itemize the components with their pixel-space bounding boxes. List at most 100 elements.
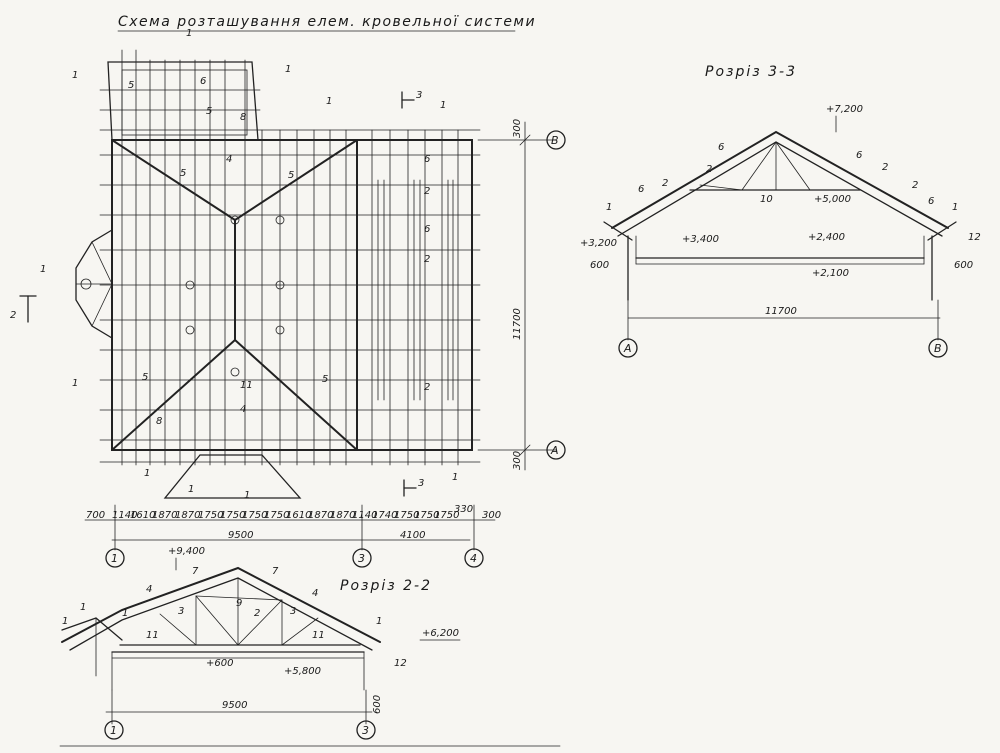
- section-3-3: Розріз 3-3 11700 А В +7,200 +5,0: [580, 64, 981, 358]
- svg-text:В: В: [551, 134, 559, 147]
- svg-text:1750: 1750: [434, 510, 459, 521]
- section-cut-3-top: 3: [401, 90, 422, 109]
- axis-marker-b-s33: [928, 338, 948, 358]
- svg-text:2: 2: [912, 180, 918, 191]
- svg-text:+5,800: +5,800: [284, 666, 321, 677]
- plan-horizontal-dimensions: 700 1140 1610 1870 1870 1750 1750 1750 1…: [84, 504, 501, 568]
- rafter-grid: [121, 49, 459, 466]
- axis-marker-1: [105, 548, 125, 568]
- svg-text:600: 600: [372, 695, 383, 714]
- svg-text:+5,000: +5,000: [814, 194, 851, 205]
- svg-text:1750: 1750: [394, 510, 419, 521]
- svg-text:6: 6: [718, 142, 724, 153]
- svg-text:1: 1: [188, 484, 194, 495]
- svg-text:1750: 1750: [242, 510, 267, 521]
- roof-plan: 1 1 5 6 5 8 1 1 1 5 4 5 6 2 6 2 2 1 1 5 …: [10, 28, 566, 568]
- svg-text:1: 1: [376, 616, 382, 627]
- section-cut-3-bottom: 3: [403, 478, 424, 497]
- svg-text:1870: 1870: [330, 510, 355, 521]
- top-extension: [107, 61, 259, 141]
- svg-text:300: 300: [482, 510, 501, 521]
- axis-marker-1-s22: [104, 720, 124, 740]
- svg-text:6: 6: [638, 184, 644, 195]
- roof-slope-2-2: [61, 566, 381, 643]
- section-2-2-title: Розріз 2-2: [340, 578, 432, 594]
- svg-text:1740: 1740: [372, 510, 397, 521]
- svg-text:700: 700: [86, 510, 105, 521]
- svg-text:1: 1: [144, 468, 150, 479]
- svg-text:+6,200: +6,200: [422, 628, 459, 639]
- svg-text:+3,400: +3,400: [682, 234, 719, 245]
- svg-text:300: 300: [512, 451, 523, 470]
- svg-text:300: 300: [512, 119, 523, 138]
- svg-text:+9,400: +9,400: [168, 546, 205, 557]
- section-3-3-levels: +7,200 +5,000 +3,400 +3,200 +2,400 +2,10…: [580, 104, 973, 279]
- svg-text:2: 2: [10, 310, 16, 321]
- svg-text:+2,400: +2,400: [808, 232, 845, 243]
- svg-text:1: 1: [285, 64, 291, 75]
- bottom-extension: [163, 454, 302, 499]
- svg-text:1610: 1610: [286, 510, 311, 521]
- top-extension-frame: [121, 69, 248, 136]
- svg-text:11: 11: [312, 630, 325, 641]
- svg-text:3: 3: [418, 478, 424, 489]
- svg-text:11700: 11700: [765, 306, 797, 317]
- svg-text:600: 600: [590, 260, 609, 271]
- svg-text:2: 2: [882, 162, 888, 173]
- svg-text:5: 5: [128, 80, 134, 91]
- svg-text:1: 1: [80, 602, 86, 613]
- svg-text:1: 1: [326, 96, 332, 107]
- svg-text:3: 3: [416, 90, 422, 101]
- svg-text:1750: 1750: [220, 510, 245, 521]
- svg-text:1: 1: [952, 202, 958, 213]
- svg-text:6: 6: [856, 150, 862, 161]
- section-2-2: Розріз 2-2 9500 600 1 3 +9,400: [61, 546, 461, 740]
- svg-text:2: 2: [254, 608, 260, 619]
- svg-text:11: 11: [240, 380, 253, 391]
- svg-text:6: 6: [200, 76, 206, 87]
- svg-text:1140: 1140: [352, 510, 377, 521]
- plan-element-labels: 1 1 5 6 5 8 1 1 1 5 4 5 6 2 6 2 2 1 1 5 …: [40, 28, 458, 501]
- svg-text:1870: 1870: [308, 510, 333, 521]
- svg-text:+2,100: +2,100: [812, 268, 849, 279]
- svg-text:10: 10: [760, 194, 773, 205]
- axis-marker-a: [546, 440, 566, 460]
- svg-text:1610: 1610: [130, 510, 155, 521]
- svg-text:4: 4: [146, 584, 152, 595]
- svg-text:1: 1: [244, 490, 250, 501]
- svg-text:7: 7: [192, 566, 199, 577]
- svg-text:6: 6: [928, 196, 934, 207]
- svg-text:1750: 1750: [414, 510, 439, 521]
- axis-marker-3-s22: [356, 720, 376, 740]
- hip-rafter: [111, 139, 236, 221]
- svg-text:4100: 4100: [400, 530, 425, 541]
- svg-text:2: 2: [424, 186, 430, 197]
- svg-text:1: 1: [111, 552, 118, 565]
- axis-marker-a-s33: [618, 338, 638, 358]
- svg-text:2: 2: [424, 254, 430, 265]
- svg-text:12: 12: [394, 658, 407, 669]
- axis-marker-4: [464, 548, 484, 568]
- svg-text:4: 4: [240, 404, 246, 415]
- svg-text:1: 1: [122, 608, 128, 619]
- svg-text:1: 1: [62, 616, 68, 627]
- svg-text:11: 11: [146, 630, 159, 641]
- section-cut-2: 2: [10, 295, 37, 323]
- svg-text:+600: +600: [206, 658, 233, 669]
- svg-text:1: 1: [186, 28, 192, 39]
- svg-text:4: 4: [226, 154, 232, 165]
- svg-text:1: 1: [72, 378, 78, 389]
- svg-text:3: 3: [362, 724, 369, 737]
- svg-text:5: 5: [288, 170, 294, 181]
- svg-text:5: 5: [206, 106, 212, 117]
- svg-text:5: 5: [322, 374, 328, 385]
- svg-text:1750: 1750: [198, 510, 223, 521]
- svg-text:1: 1: [110, 724, 117, 737]
- svg-text:330: 330: [454, 504, 473, 515]
- svg-text:1: 1: [40, 264, 46, 275]
- svg-text:12: 12: [968, 232, 981, 243]
- svg-text:А: А: [623, 342, 632, 355]
- svg-text:8: 8: [156, 416, 162, 427]
- svg-text:9500: 9500: [228, 530, 253, 541]
